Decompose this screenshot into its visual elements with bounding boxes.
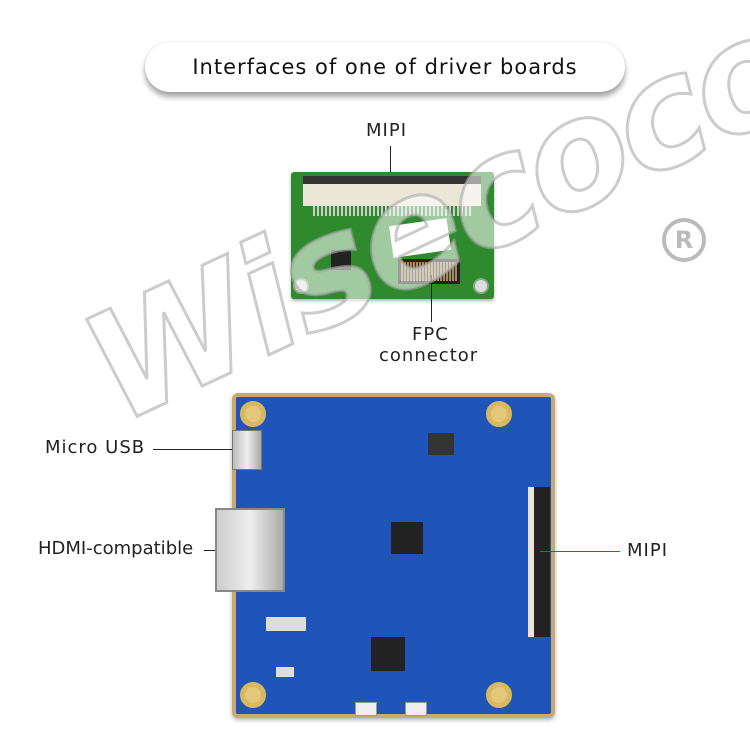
- micro-usb-port: [232, 430, 262, 470]
- pointer-mipi-right: [540, 551, 620, 552]
- pointer-hdmi: [204, 550, 222, 551]
- hdmi-port: [215, 508, 285, 592]
- ic-chip: [331, 250, 351, 270]
- board-to-board-connector: [398, 259, 460, 284]
- registered-mark: R: [662, 218, 706, 262]
- board-button: [405, 702, 427, 716]
- label-hdmi: HDMI-compatible: [38, 538, 194, 559]
- mount-hole: [473, 278, 489, 294]
- mount-hole: [486, 401, 512, 427]
- inductor: [428, 433, 454, 455]
- mount-hole: [240, 682, 266, 708]
- pointer-micro-usb: [153, 449, 235, 450]
- fpc-adapter-board: [291, 172, 494, 299]
- main-driver-board: [232, 393, 555, 718]
- label-mipi-right: MIPI: [627, 540, 669, 561]
- mount-hole: [293, 278, 309, 294]
- logo-sticker: [389, 218, 451, 258]
- pointer-mipi-top: [390, 146, 391, 182]
- pointer-fpc: [431, 275, 432, 322]
- component: [266, 617, 306, 631]
- component: [276, 667, 294, 677]
- board-button: [355, 702, 377, 716]
- main-ic: [391, 522, 423, 554]
- connector-pins: [313, 206, 473, 216]
- title-banner: Interfaces of one of driver boards: [145, 42, 625, 92]
- title-text: Interfaces of one of driver boards: [192, 55, 578, 79]
- mount-hole: [240, 401, 266, 427]
- label-micro-usb: Micro USB: [45, 437, 146, 458]
- mount-hole: [486, 682, 512, 708]
- label-mipi-top: MIPI: [366, 120, 408, 141]
- fpc-mipi-connector: [303, 176, 481, 206]
- mcu-ic: [371, 637, 405, 671]
- label-connector: connector: [379, 345, 479, 366]
- mipi-connector: [528, 487, 550, 637]
- label-fpc: FPC: [412, 324, 449, 345]
